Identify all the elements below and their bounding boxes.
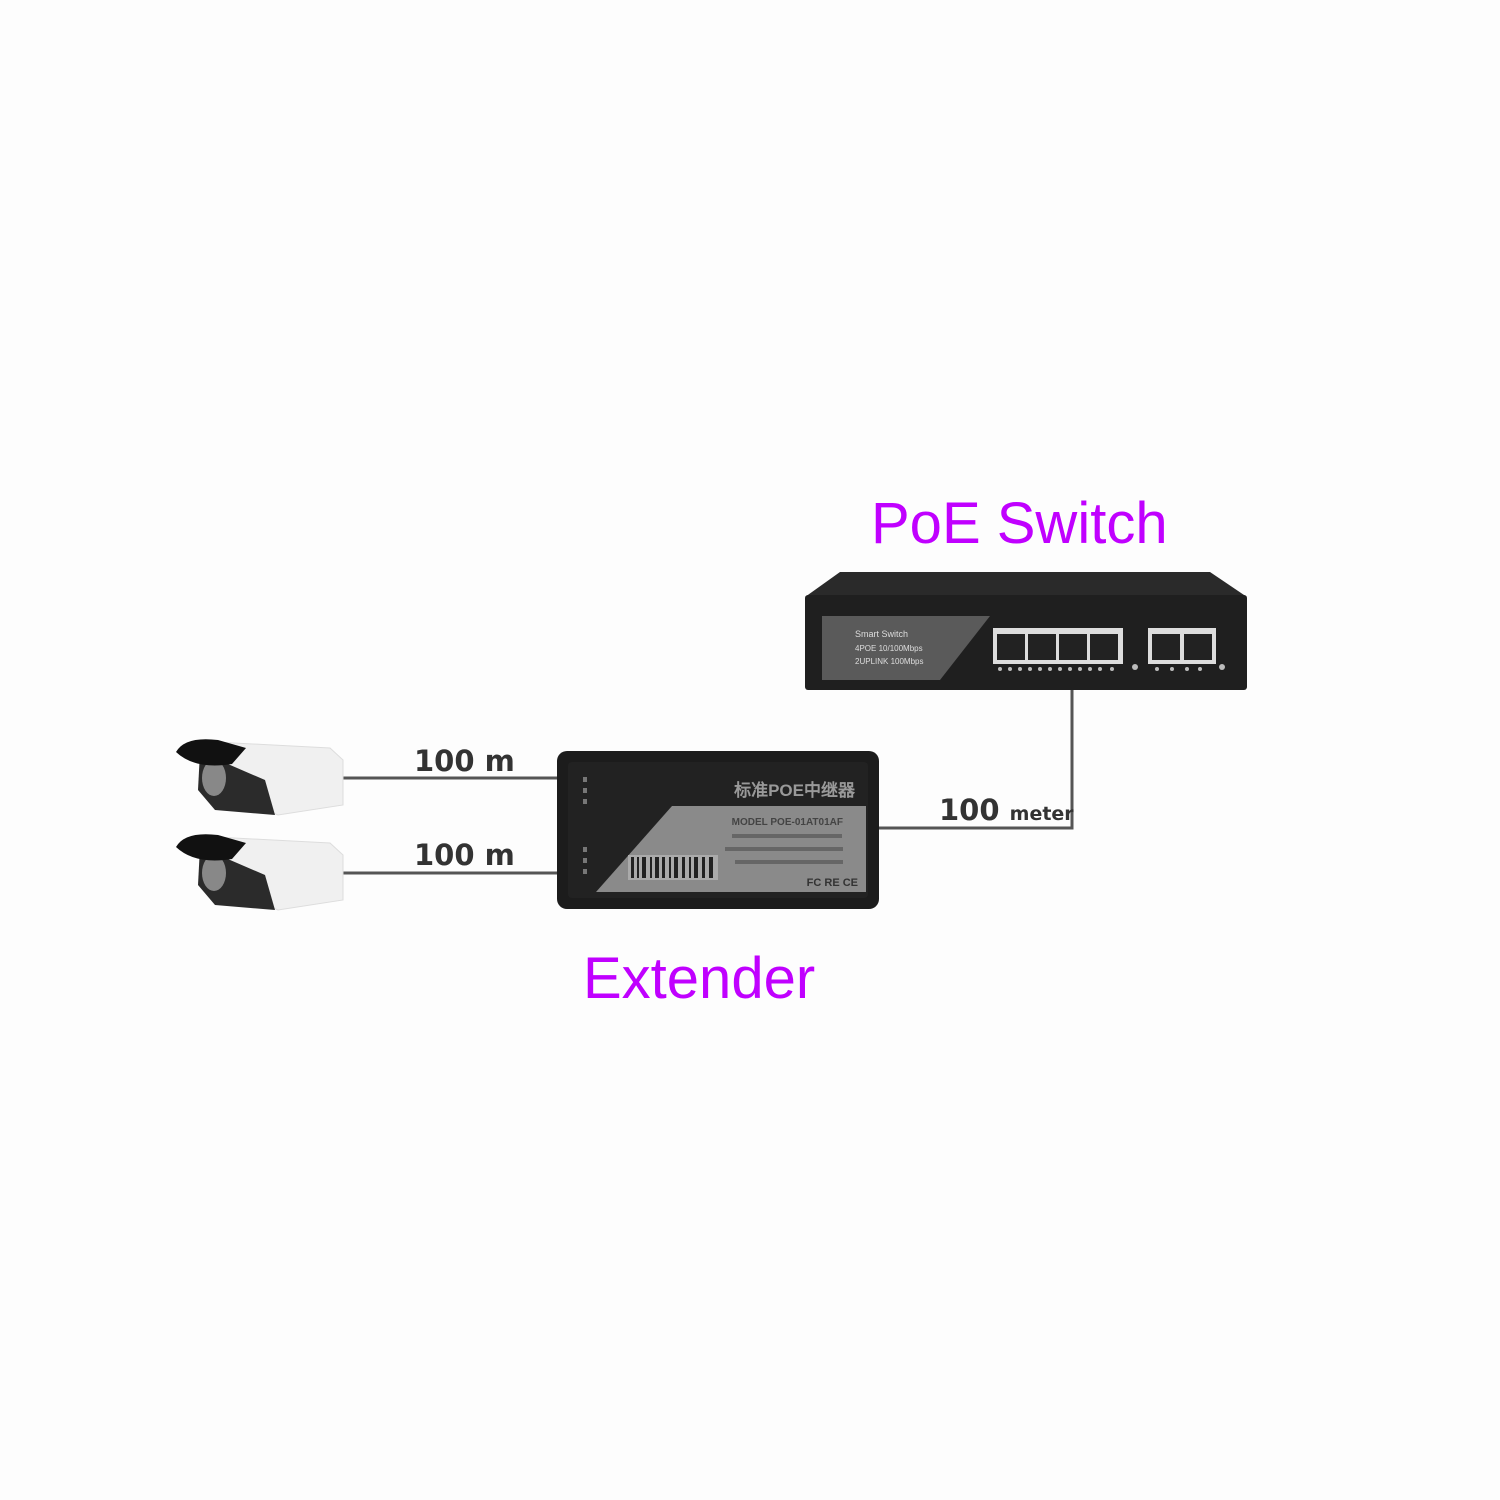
- extender-model: MODEL POE-01AT01AF: [732, 817, 843, 828]
- distance-value: 100: [939, 793, 1000, 827]
- poe-switch-device: Smart Switch 4POE 10/100Mbps 2UPLINK 100…: [805, 572, 1247, 690]
- distance-unit: m: [485, 838, 515, 872]
- distance-value: 100: [414, 744, 475, 778]
- ethernet-port: [1059, 634, 1087, 660]
- ethernet-port: [1152, 634, 1180, 660]
- distance-unit: meter: [1010, 803, 1075, 825]
- camera-2: [176, 834, 344, 911]
- distance-switch-extender: 100 meter: [939, 793, 1074, 827]
- extender-leds: [583, 777, 587, 874]
- cable-switch-extender: [876, 688, 1074, 830]
- switch-panel-line2: 4POE 10/100Mbps: [855, 644, 923, 653]
- switch-panel-line3: 2UPLINK 100Mbps: [855, 657, 923, 666]
- distance-camera2: 100 m: [414, 838, 515, 872]
- extender-device: 标准POE中继器 MODEL POE-01AT01AF FC RE CE: [557, 751, 879, 909]
- distance-unit: m: [485, 744, 515, 778]
- ethernet-port: [1028, 634, 1056, 660]
- ethernet-port: [1184, 634, 1212, 660]
- ethernet-port: [997, 634, 1025, 660]
- distance-value: 100: [414, 838, 475, 872]
- extender-title: 标准POE中继器: [734, 780, 856, 800]
- poe-switch-label: PoE Switch: [871, 491, 1168, 556]
- switch-uplink-ports: [1148, 628, 1216, 664]
- cables: [340, 688, 1074, 875]
- switch-leds: [998, 664, 1225, 671]
- extender-label: Extender: [583, 946, 815, 1011]
- barcode: [628, 855, 718, 880]
- switch-poe-ports: [993, 628, 1123, 664]
- camera-1: [176, 739, 344, 816]
- ethernet-port: [1090, 634, 1118, 660]
- distance-camera1: 100 m: [414, 744, 515, 778]
- switch-panel-line1: Smart Switch: [855, 629, 908, 639]
- extender-cert-marks: FC RE CE: [807, 877, 858, 889]
